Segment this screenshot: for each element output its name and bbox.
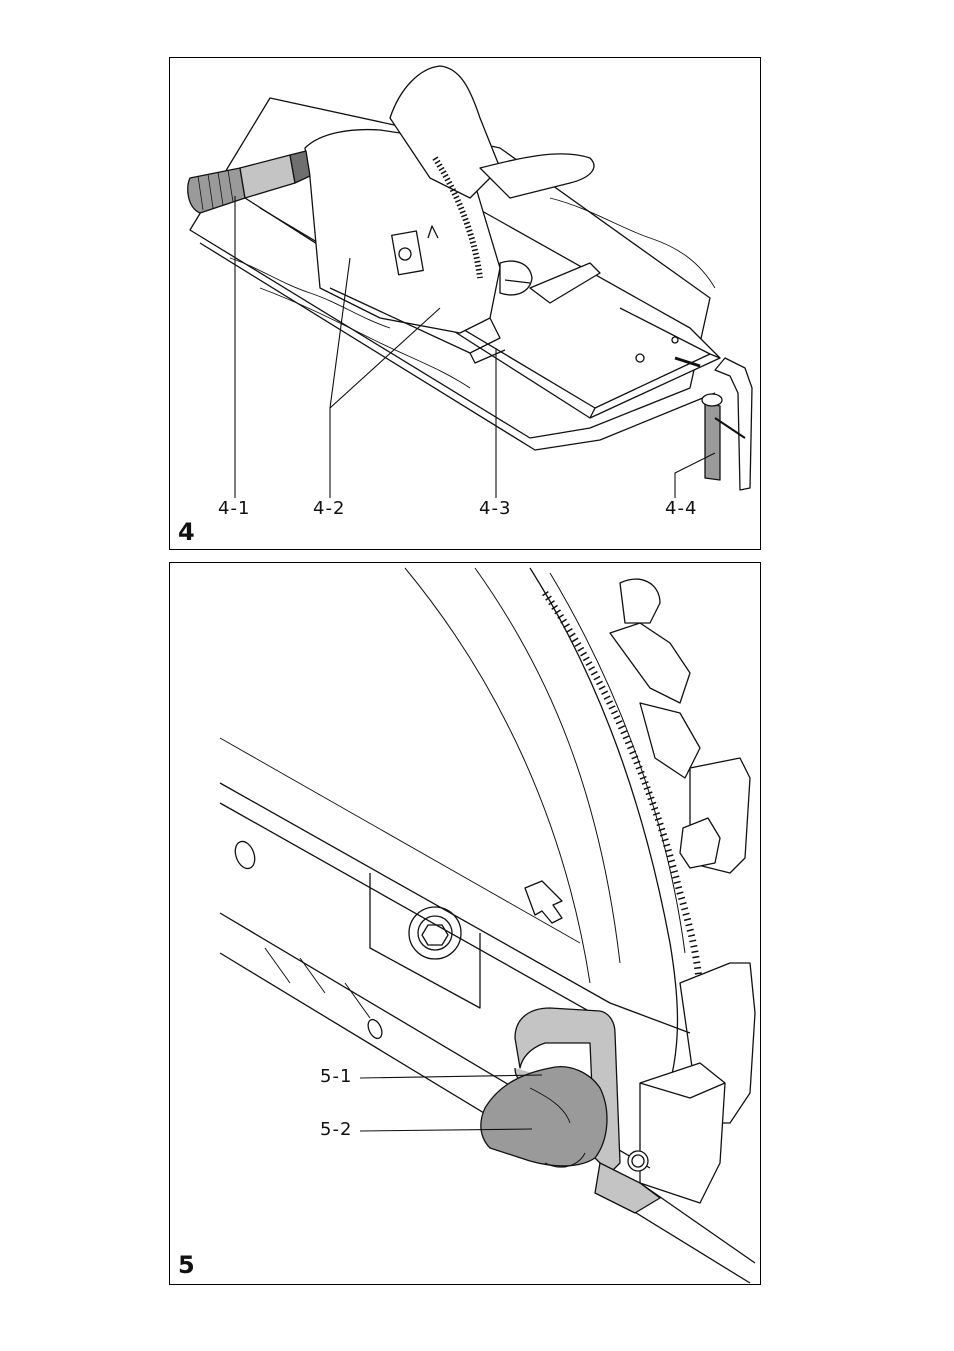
label-4-4: 4-4: [665, 500, 697, 518]
label-5-2: 5-2: [320, 1121, 352, 1139]
screw-clamp: [702, 358, 752, 490]
figure-4-panel: 4-1 4-2 4-3 4-4 4: [169, 57, 761, 550]
leader-5-1: [360, 1075, 542, 1078]
label-4-3: 4-3: [479, 500, 511, 518]
label-4-1: 4-1: [218, 500, 250, 518]
direction-arrow-symbol: [525, 881, 562, 923]
label-5-1: 5-1: [320, 1068, 352, 1086]
figure-5-number: 5: [178, 1253, 195, 1277]
adjustment-knob: [481, 1067, 607, 1167]
figure-5-panel: 5-1 5-2 5: [169, 562, 761, 1285]
figure-4-number: 4: [178, 520, 195, 544]
figure-4-drawing: [170, 58, 762, 551]
label-4-2: 4-2: [313, 500, 345, 518]
figure-5-drawing: [170, 563, 762, 1286]
